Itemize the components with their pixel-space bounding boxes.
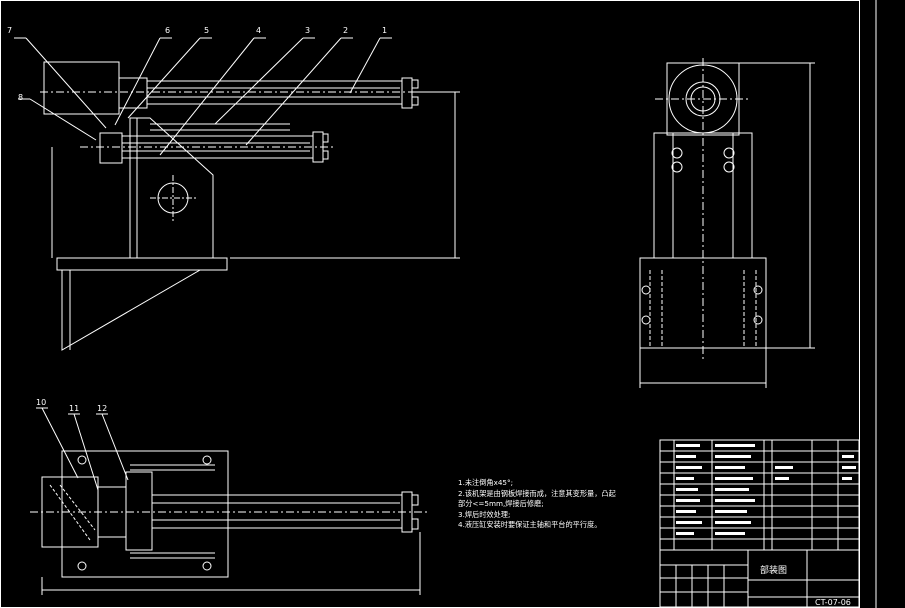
front-view — [14, 37, 460, 351]
note-line-3: 部分<=5mm,焊接后修磨; — [458, 499, 544, 508]
drawing-name: 部装图 — [760, 566, 788, 576]
note-line-2: 2.该机架是由钢板焊接而成，注意其变形量，凸起 — [458, 488, 616, 498]
callout-6: 6 — [165, 26, 171, 35]
top-view — [30, 407, 430, 595]
note-line-4: 3.焊后时效处理; — [458, 509, 511, 519]
callout-4: 4 — [256, 26, 262, 35]
callout-8: 8 — [18, 93, 24, 102]
side-view — [639, 58, 815, 388]
callout-11: 11 — [69, 404, 80, 413]
callout-5: 5 — [204, 26, 210, 35]
technical-notes: 1.未注倒角x45°; 2.该机架是由钢板焊接而成，注意其变形量，凸起 部分<=… — [458, 478, 616, 531]
title-block — [659, 439, 860, 608]
callout-10: 10 — [36, 398, 47, 407]
callout-2: 2 — [343, 26, 349, 35]
drawing-number: CT-07-06 — [815, 598, 851, 607]
callout-1: 1 — [382, 26, 388, 35]
note-line-5: 4.液压缸安装时要保证主轴和平台的平行度。 — [458, 520, 602, 529]
callout-7: 7 — [7, 26, 13, 35]
note-line-1: 1.未注倒角x45°; — [458, 478, 514, 487]
callout-12: 12 — [97, 404, 108, 413]
callout-3: 3 — [305, 26, 311, 35]
